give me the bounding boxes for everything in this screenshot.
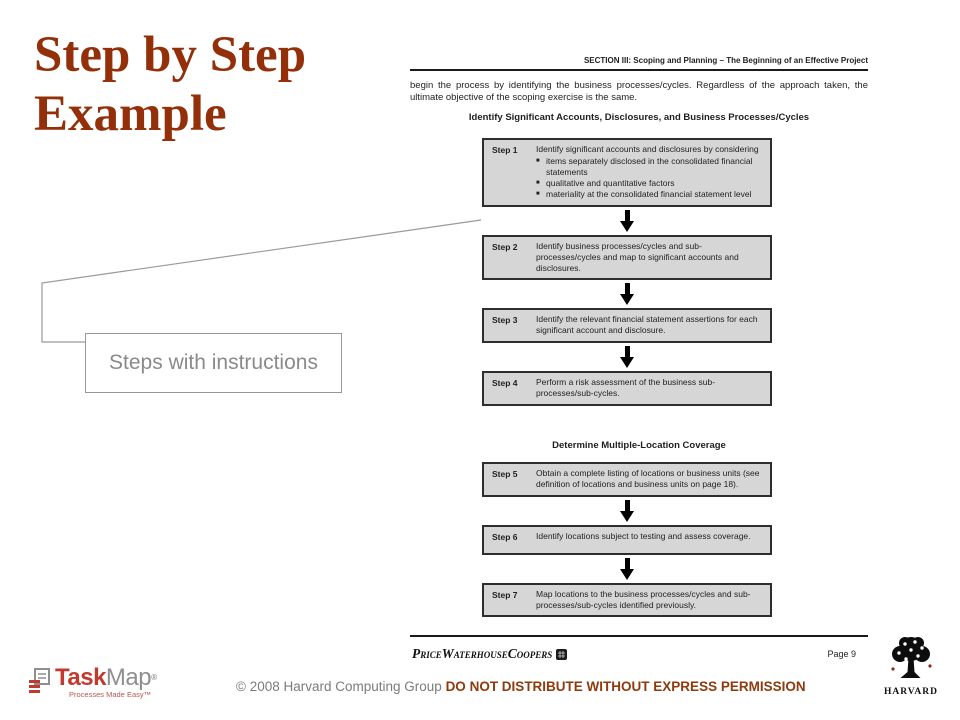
bullet-item: ■ items separately disclosed in the cons… bbox=[536, 156, 764, 178]
taskmap-word-task: Task bbox=[55, 664, 106, 691]
step-6-text: Identify locations subject to testing an… bbox=[536, 530, 751, 541]
taskmap-tagline: Processes Made Easy™ bbox=[69, 690, 152, 699]
step-3-label: Step 3 bbox=[492, 315, 518, 326]
bullet-item: ■ qualitative and quantitative factors bbox=[536, 178, 764, 189]
step-6-box: Step 6 Identify locations subject to tes… bbox=[482, 524, 772, 555]
step-1-bullets: ■ items separately disclosed in the cons… bbox=[536, 156, 764, 200]
harvard-logo: HARVARD bbox=[882, 634, 940, 697]
step-5-box: Step 5 Obtain a complete listing of loca… bbox=[482, 461, 772, 497]
pwc-logo-mark-icon bbox=[556, 648, 568, 660]
flow-steps-1-4: Step 1 Identify significant accounts and… bbox=[482, 138, 772, 406]
taskmap-logo-icon bbox=[29, 668, 50, 693]
step-2-label: Step 2 bbox=[492, 241, 518, 252]
callout-label: Steps with instructions bbox=[109, 351, 318, 375]
step-1-box: Step 1 Identify significant accounts and… bbox=[482, 138, 772, 207]
step-3-text: Identify the relevant financial statemen… bbox=[536, 314, 758, 336]
embedded-document: SECTION III: Scoping and Planning – The … bbox=[410, 50, 868, 662]
step-2-text: Identify business processes/cycles and s… bbox=[536, 240, 739, 273]
callout-steps-with-instructions: Steps with instructions bbox=[85, 333, 342, 393]
step-4-text: Perform a risk assessment of the busines… bbox=[536, 377, 716, 399]
down-arrow-icon bbox=[620, 209, 635, 232]
distribution-warning: DO NOT DISTRIBUTE WITHOUT EXPRESS PERMIS… bbox=[445, 679, 806, 694]
step-5-label: Step 5 bbox=[492, 468, 518, 479]
step-3-box: Step 3 Identify the relevant financial s… bbox=[482, 308, 772, 344]
step-7-box: Step 7 Map locations to the business pro… bbox=[482, 582, 772, 618]
bullet-square-icon: ■ bbox=[536, 190, 540, 197]
down-arrow-icon bbox=[620, 283, 635, 306]
pwc-wordmark: PriceWaterhouseCoopers bbox=[412, 646, 553, 662]
bullet-square-icon: ■ bbox=[536, 179, 540, 186]
down-arrow-icon bbox=[620, 557, 635, 580]
step-1-label: Step 1 bbox=[492, 145, 518, 156]
document-footer: PriceWaterhouseCoopers Page 9 bbox=[410, 646, 868, 662]
document-intro-paragraph: begin the process by identifying the bus… bbox=[410, 80, 868, 103]
taskmap-logo: TaskMap® Processes Made Easy™ bbox=[28, 666, 157, 699]
harvard-label: HARVARD bbox=[884, 687, 938, 697]
document-section-header: SECTION III: Scoping and Planning – The … bbox=[583, 56, 868, 65]
step-1-text: Identify significant accounts and disclo… bbox=[536, 144, 764, 200]
down-arrow-icon bbox=[620, 499, 635, 522]
harvard-tree-icon bbox=[891, 637, 932, 678]
footer-rule bbox=[410, 635, 868, 638]
step-4-box: Step 4 Perform a risk assessment of the … bbox=[482, 371, 772, 406]
slide-title: Step by Step Example bbox=[34, 27, 307, 143]
copyright-line: © 2008 Harvard Computing Group DO NOT DI… bbox=[236, 679, 806, 694]
step-7-label: Step 7 bbox=[492, 589, 518, 600]
step-6-label: Step 6 bbox=[492, 531, 518, 542]
pwc-logo: PriceWaterhouseCoopers bbox=[412, 646, 568, 662]
taskmap-word-map: Map bbox=[105, 664, 152, 691]
copyright-text: © 2008 Harvard Computing Group bbox=[236, 679, 446, 694]
step-4-label: Step 4 bbox=[492, 378, 518, 389]
bullet-text: items separately disclosed in the consol… bbox=[546, 156, 753, 177]
step-5-text: Obtain a complete listing of locations o… bbox=[536, 467, 760, 489]
bullet-text: qualitative and quantitative factors bbox=[546, 177, 675, 188]
bullet-square-icon: ■ bbox=[536, 158, 540, 165]
taskmap-wordmark: TaskMap® Processes Made Easy™ bbox=[55, 664, 157, 700]
flow-steps-5-7: Step 5 Obtain a complete listing of loca… bbox=[482, 461, 772, 618]
page-number: Page 9 bbox=[827, 649, 856, 660]
section2-heading: Determine Multiple-Location Coverage bbox=[552, 439, 726, 451]
section1-heading: Identify Significant Accounts, Disclosur… bbox=[468, 112, 810, 124]
bullet-text: materiality at the consolidated financia… bbox=[546, 188, 752, 199]
registered-mark: ® bbox=[151, 673, 157, 682]
bullet-item: ■ materiality at the consolidated financ… bbox=[536, 189, 764, 200]
step-1-intro: Identify significant accounts and disclo… bbox=[536, 144, 759, 155]
down-arrow-icon bbox=[620, 346, 635, 369]
step-7-text: Map locations to the business processes/… bbox=[536, 588, 751, 610]
header-rule bbox=[410, 69, 868, 71]
step-2-box: Step 2 Identify business processes/cycle… bbox=[482, 234, 772, 281]
